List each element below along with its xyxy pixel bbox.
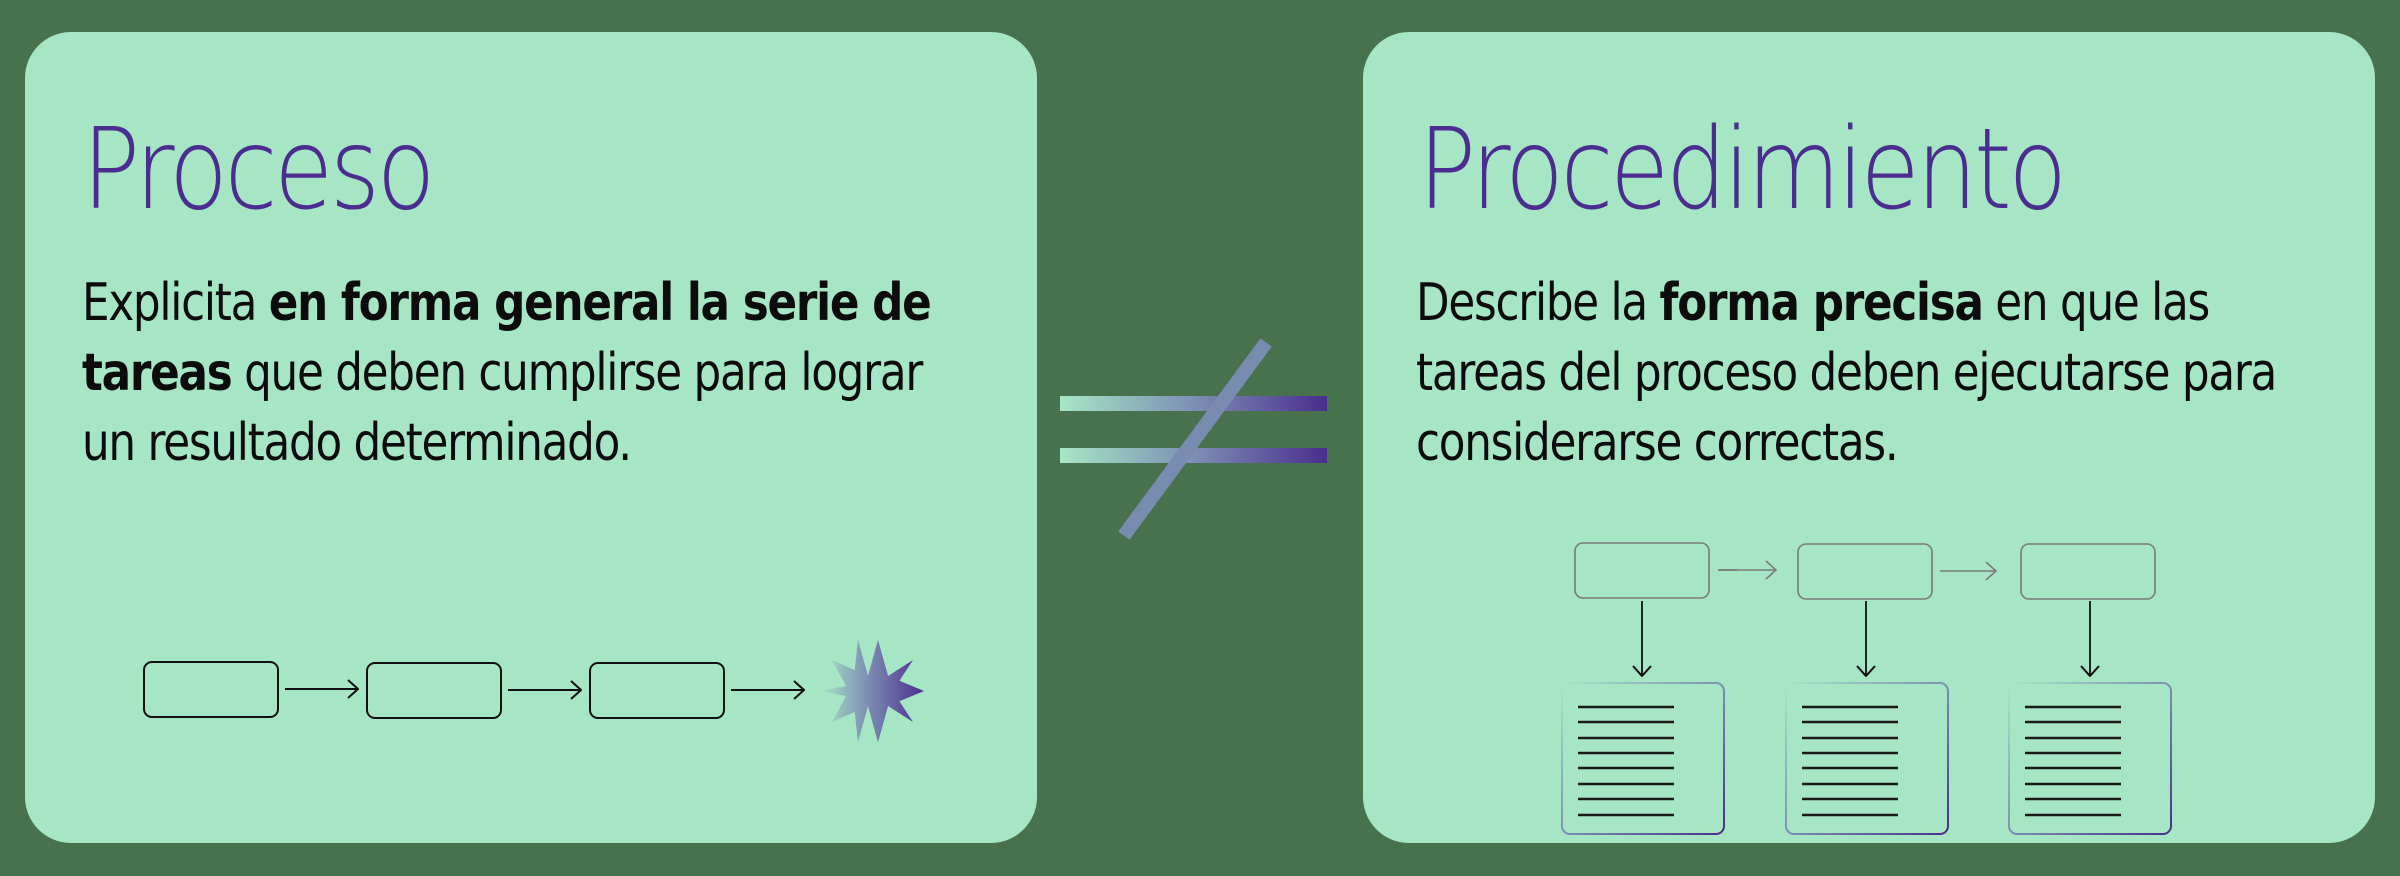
procedure-flow-diagram (1561, 542, 2172, 835)
document-icon-3 (2008, 682, 2172, 835)
procedure-description-emphasis: forma precisa (1659, 273, 1984, 333)
process-flow-diagram (143, 640, 924, 742)
procedure-description-suffix: en que las tareas del proceso deben ejec… (1416, 273, 2277, 473)
process-step-box-3 (589, 662, 725, 719)
procedure-step-box-1 (1574, 542, 1710, 599)
starburst-icon-inner (820, 640, 924, 742)
process-step-box-2 (366, 662, 502, 719)
not-equal-icon (1060, 338, 1327, 540)
process-description-prefix: Explicita (82, 273, 269, 333)
procedure-description-prefix: Describe la (1416, 273, 1660, 333)
procedure-title: Procedimiento (1418, 105, 2067, 235)
document-icon-1 (1561, 682, 1725, 835)
process-title: Proceso (82, 105, 436, 235)
process-description-emphasis: en forma general la serie de tareas (82, 273, 932, 403)
process-step-box-1 (143, 661, 279, 718)
document-icon-2 (1785, 682, 1949, 835)
procedure-description: Describe la forma precisa en que las tar… (1416, 268, 2306, 478)
process-card: Proceso Explicita en forma general la se… (25, 32, 1037, 843)
procedure-step-box-3 (2020, 543, 2156, 600)
process-description-suffix: que deben cumplirse para lograr un resul… (82, 343, 923, 473)
procedure-step-box-2 (1797, 543, 1933, 600)
process-description: Explicita en forma general la serie de t… (82, 268, 972, 478)
